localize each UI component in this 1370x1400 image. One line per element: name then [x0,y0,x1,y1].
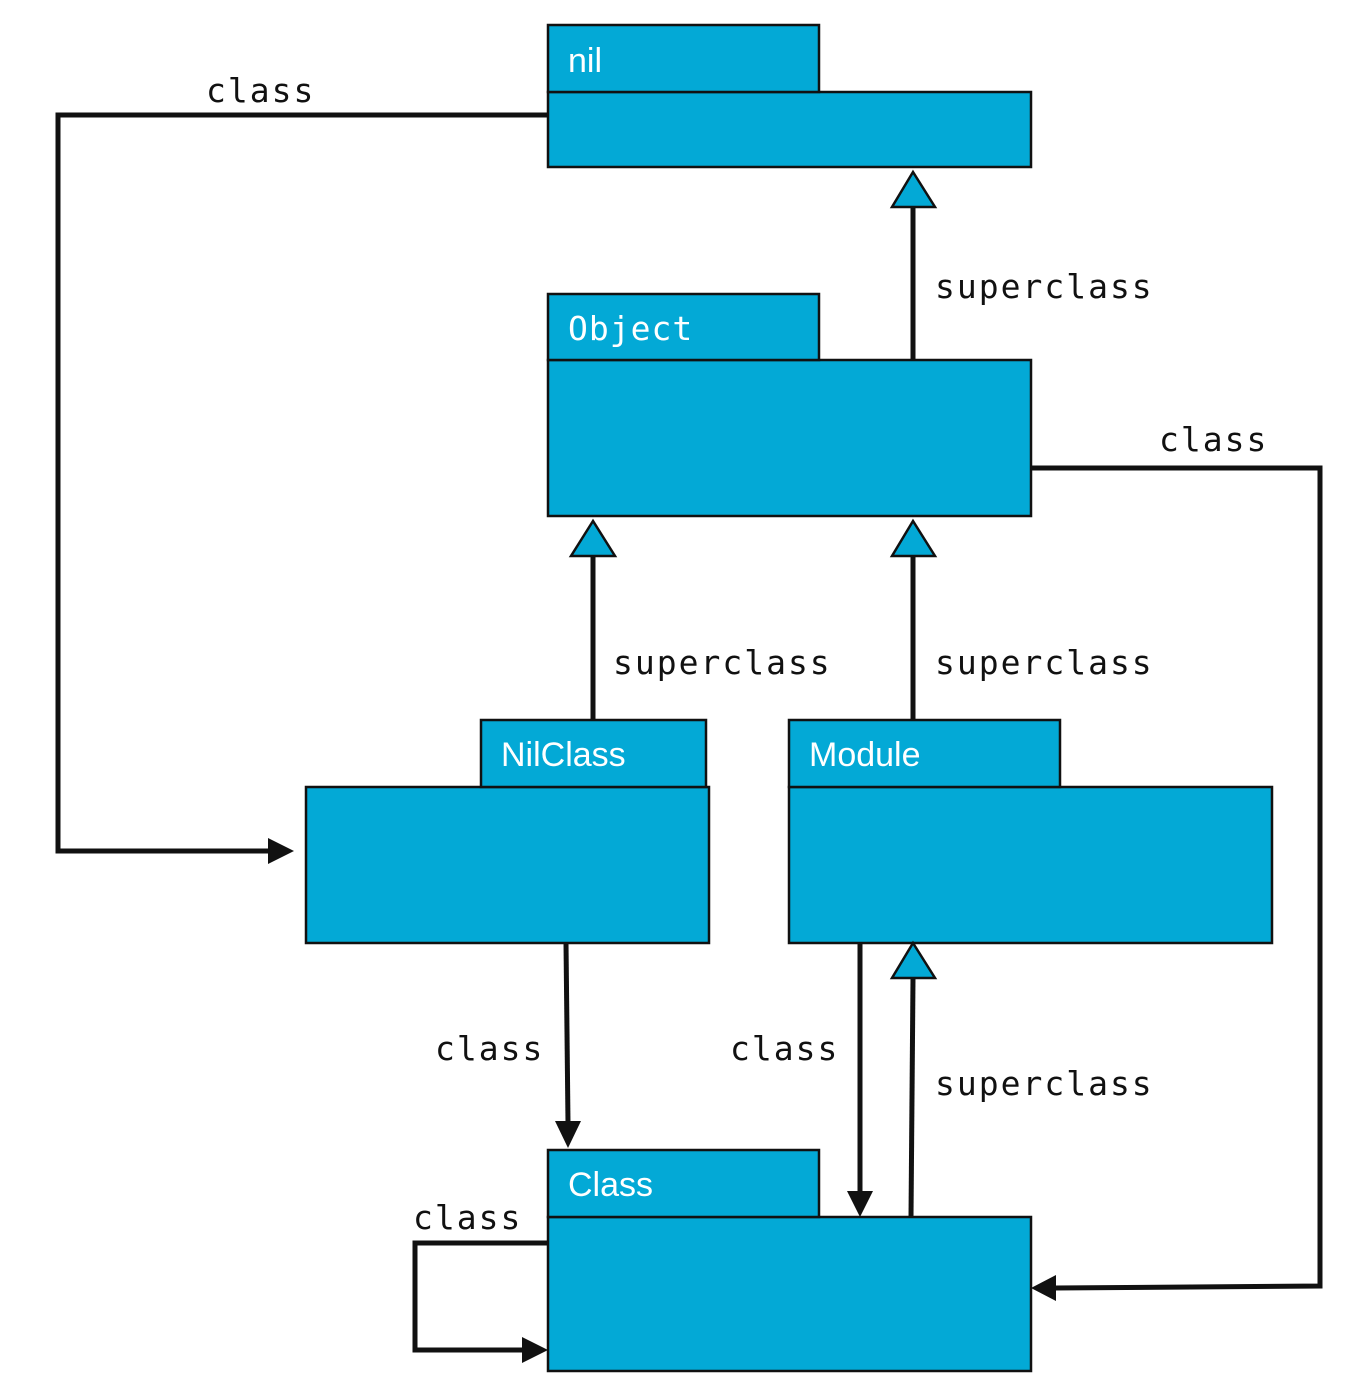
node-module-tab [787,718,1062,789]
edge-module-superclass-arrowhead [889,518,938,558]
node-class-body [546,1215,1033,1373]
edge-class-class-arrowhead [522,1337,548,1363]
edge-nilclass-class-arrowhead [555,1121,581,1148]
edge-class-superclass-arrowhead [889,940,938,980]
node-nil[interactable]: nil [546,23,1033,169]
edge-class-class: class [412,1198,548,1363]
edge-object-class-line [1031,465,1323,1291]
node-module[interactable]: Module [787,718,1274,945]
node-module-body [787,785,1274,945]
edge-nilclass-class-label: class [435,1029,544,1068]
edge-module-class-label: class [730,1029,839,1068]
edge-nilclass-superclass: superclass [568,518,832,720]
edge-object-class: class [1031,420,1323,1301]
edge-object-superclass-label: superclass [935,267,1154,306]
edge-class-superclass-label: superclass [935,1064,1154,1103]
node-nil-tab [546,23,821,94]
node-nilclass[interactable]: NilClass [304,718,711,945]
edge-nilclass-class: class [435,942,581,1148]
edge-object-class-arrowhead [1031,1275,1056,1301]
edge-class-class-line [412,1240,548,1353]
edge-object-superclass: superclass [889,169,1154,360]
edge-nil-class-line [55,112,548,854]
node-class-title: Class [568,1166,653,1204]
node-module-title: Module [809,736,921,774]
edge-module-superclass-label: superclass [935,643,1154,682]
node-class-tab [546,1148,821,1219]
node-object-title: Object [568,309,693,348]
edge-class-superclass: superclass [889,940,1154,1218]
node-object-tab [546,292,821,362]
edge-class-superclass-line [908,977,916,1218]
edge-nil-class: class [55,71,548,864]
node-nilclass-title: NilClass [501,736,626,774]
edge-module-superclass: superclass [889,518,1154,720]
edge-module-class-arrowhead [847,1191,873,1217]
node-nil-title: nil [568,42,602,80]
node-class[interactable]: Class [546,1148,1033,1373]
edge-nil-class-label: class [206,71,315,110]
edge-nilclass-class-line [563,942,571,1124]
edge-nilclass-superclass-arrowhead [568,518,618,558]
edge-nil-class-arrowhead [268,838,294,864]
node-object[interactable]: Object [546,292,1033,518]
edge-class-class-label: class [413,1198,522,1237]
edge-object-superclass-arrowhead [889,169,938,209]
node-nil-body [546,90,1033,169]
edge-nilclass-superclass-label: superclass [613,643,832,682]
node-nilclass-body [304,785,711,945]
node-object-body [546,358,1033,518]
edge-module-class: class [730,943,873,1217]
edge-object-class-label: class [1159,420,1268,459]
